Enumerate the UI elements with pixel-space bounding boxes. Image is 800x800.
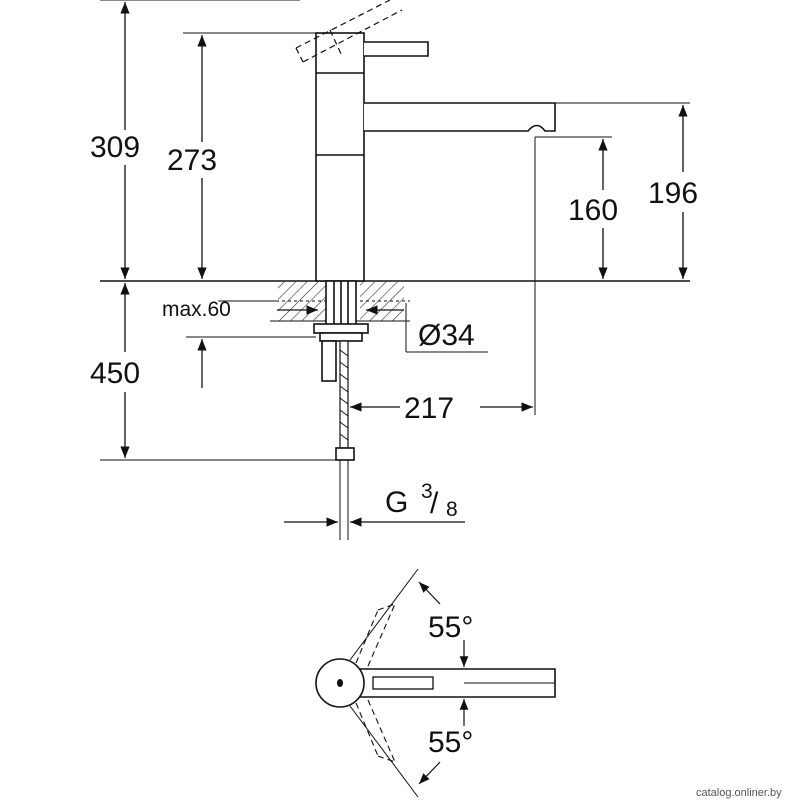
side-view [100, 0, 690, 540]
dim-connection-thread: G 3 / 8 [385, 480, 458, 521]
lever-handle [364, 41, 429, 57]
dim-swivel-left: 55° [428, 611, 473, 644]
dim-outlet-height: 160 [568, 194, 618, 227]
dim-hose-length: 450 [90, 357, 140, 390]
spout [364, 102, 556, 132]
svg-text:3: 3 [421, 480, 433, 503]
dim-hole-diameter: Ø34 [418, 319, 475, 352]
swivel-positions [355, 603, 396, 763]
dim-deck-thickness: max.60 [162, 298, 231, 321]
svg-text:/: / [430, 487, 439, 520]
dim-swivel-right: 55° [428, 726, 473, 759]
dim-total-height: 309 [90, 131, 140, 164]
svg-text:G: G [385, 486, 408, 519]
dim-body-height: 273 [167, 144, 217, 177]
hose-nut [335, 447, 355, 461]
dim-spout-height: 196 [648, 177, 698, 210]
dim-reach: 217 [404, 392, 454, 425]
fixing-plate [313, 323, 369, 334]
top-view [315, 568, 556, 798]
braided-hose [339, 340, 349, 449]
faucet-body [315, 32, 365, 282]
watermark: catalog.onliner.by [696, 787, 782, 799]
svg-text:8: 8 [446, 498, 458, 521]
connector [321, 340, 337, 382]
lever-raised-outline [295, 0, 403, 63]
